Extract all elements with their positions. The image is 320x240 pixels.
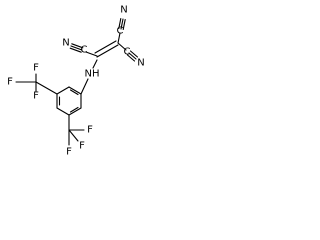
atom-f-upper-left-left: F — [7, 77, 13, 88]
cyano-bond — [85, 51, 98, 57]
ring-double-bond — [69, 89, 79, 96]
cyano-triple-bond — [122, 18, 126, 31]
cyano-triple-bond — [129, 50, 139, 58]
cyano-triple-bond — [128, 52, 137, 60]
bond-layer — [15, 17, 139, 146]
cyano-bond — [117, 32, 121, 44]
ring-nh-bond — [80, 78, 89, 95]
cyano-triple-bond — [120, 18, 124, 30]
atom-n-upper-left: N — [62, 38, 69, 49]
atom-f-lower-right-diagonal: F — [79, 141, 85, 152]
atom-f-upper-left-bottom: F — [33, 91, 39, 102]
ring-bond — [56, 107, 70, 116]
ring-bond — [56, 86, 70, 95]
cyano-triple-bond — [69, 47, 82, 53]
chemical-structure-diagram: N C N C C N NH F F F F F F — [7, 5, 145, 158]
ring-bond — [68, 107, 82, 116]
c-f-bond — [68, 129, 79, 142]
ring-bond — [68, 86, 82, 95]
atom-c-top: C — [117, 26, 124, 37]
cyano-triple-bond — [126, 54, 136, 62]
ring-cf3-bond — [35, 81, 58, 95]
atom-c-top-right: C — [124, 47, 131, 58]
atom-f-lower-right-right: F — [87, 125, 93, 136]
alkene-bond — [96, 44, 119, 58]
atom-c-upper-left: C — [81, 45, 88, 56]
atom-f-upper-left-top: F — [33, 63, 39, 74]
nh-vinyl-bond — [92, 59, 98, 69]
atom-n-top-right: N — [137, 58, 144, 69]
cyano-triple-bond — [118, 17, 122, 30]
label-layer: N C N C C N NH F F F F F F — [7, 5, 145, 158]
atom-n-top: N — [120, 5, 127, 16]
ring-double-bond — [69, 106, 79, 113]
cyano-bond — [117, 42, 127, 51]
atom-f-lower-right-bottom: F — [66, 147, 72, 158]
cyano-triple-bond — [71, 43, 84, 49]
alkene-bond — [94, 40, 117, 54]
cyano-triple-bond — [70, 45, 83, 51]
atom-nh: NH — [85, 69, 100, 80]
